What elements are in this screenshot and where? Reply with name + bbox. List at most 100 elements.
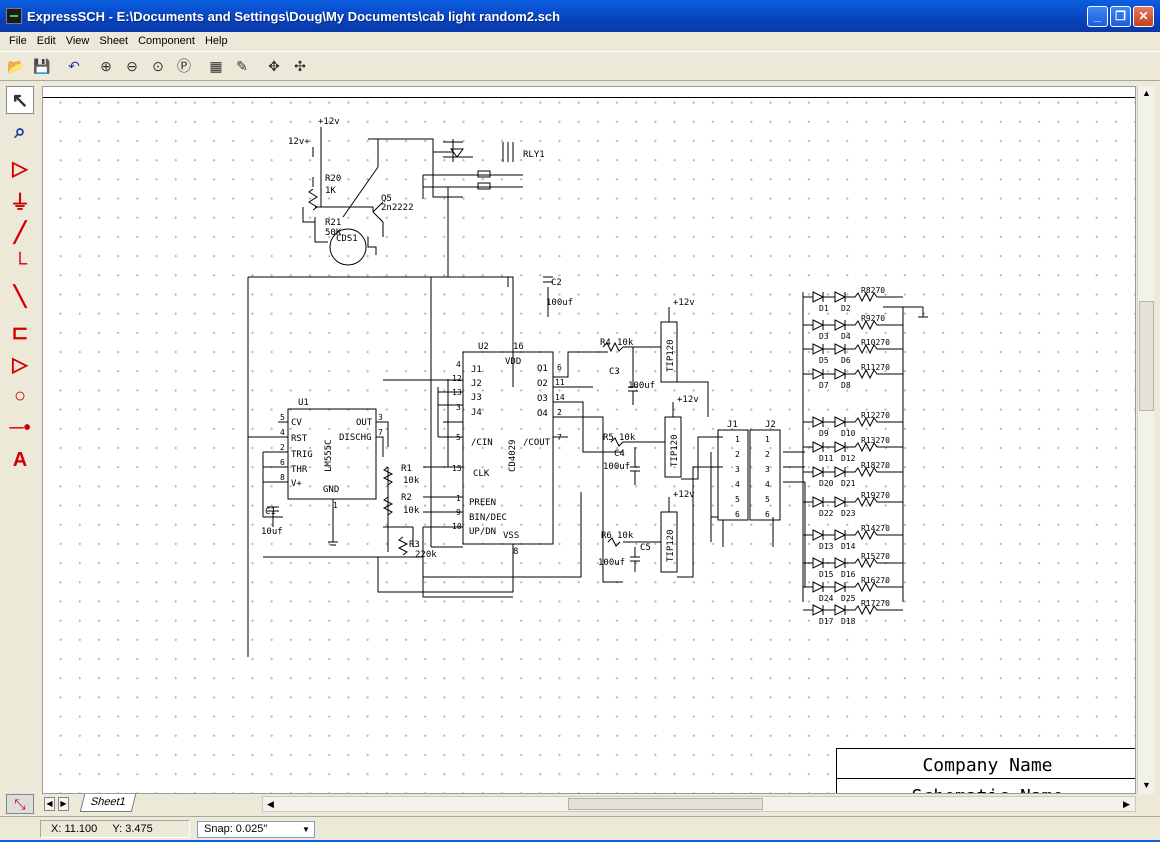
label-cv: CV <box>291 418 302 428</box>
u2-pin-number: 14 <box>555 393 565 402</box>
label-c4-value: 100uf <box>603 462 630 472</box>
move-icon[interactable]: ✣ <box>294 57 306 74</box>
tab-sheet1[interactable]: Sheet1 <box>79 794 137 812</box>
menu-edit[interactable]: Edit <box>36 35 56 47</box>
label-vss: VSS <box>503 531 519 541</box>
horizontal-scroll-thumb[interactable] <box>568 798 763 810</box>
line-icon[interactable]: ╲ <box>13 285 27 308</box>
menu-help[interactable]: Help <box>204 35 228 47</box>
led-row <box>803 291 903 303</box>
label-u2: U2 <box>478 342 489 352</box>
properties-icon[interactable]: ▦ <box>209 57 223 74</box>
label-tip120-3: TIP120 <box>666 529 676 562</box>
undo-icon[interactable]: ↶ <box>68 57 80 74</box>
maximize-button[interactable]: ❐ <box>1110 6 1131 27</box>
u2-pin-number: 7 <box>557 433 562 442</box>
resistor-label: R10270 <box>861 338 890 347</box>
select-icon[interactable]: ↖ <box>6 86 34 114</box>
u1-pin-number: 7 <box>378 428 383 437</box>
led-label: D14 <box>841 542 856 551</box>
connector-pin-number: 5 <box>735 495 740 504</box>
led-label: D13 <box>819 542 834 551</box>
label-o1: O1 <box>537 364 548 374</box>
label-r1: R1 <box>401 464 412 474</box>
horizontal-scrollbar[interactable]: ◀ ▶ <box>262 796 1136 812</box>
sheet-tab-row: ⤡ ◀ ▶ Sheet1 ◀ ▶ <box>0 794 1160 814</box>
u1-pin-number: 2 <box>280 443 285 452</box>
connector-pin-number: 3 <box>765 465 770 474</box>
label-u2-pin8: 8 <box>513 547 518 557</box>
label-c5-value: 100uf <box>598 558 625 568</box>
menu-view[interactable]: View <box>65 35 90 47</box>
resistor-label: R8270 <box>861 286 885 295</box>
led-row <box>803 529 903 541</box>
menu-component[interactable]: Component <box>138 35 195 47</box>
wire-icon[interactable]: ╱ <box>13 221 27 244</box>
menu-file[interactable]: File <box>9 35 27 47</box>
text-icon[interactable]: A <box>12 448 28 471</box>
chevron-down-icon[interactable]: ▼ <box>302 825 310 834</box>
app-icon[interactable] <box>6 8 22 24</box>
led-row <box>803 466 903 478</box>
label-c2-value: 100uf <box>546 298 573 308</box>
pan-icon[interactable]: ✥ <box>268 57 280 74</box>
led-label: D21 <box>841 479 856 488</box>
component-editor-icon[interactable]: ✎ <box>236 57 248 74</box>
label-plus12: +12v <box>318 117 340 127</box>
zoom-out-icon[interactable]: ⊖ <box>126 57 138 74</box>
snap-to-grid-icon[interactable]: ⤡ <box>6 794 34 814</box>
save-icon[interactable]: 💾 <box>33 57 51 74</box>
pin-icon[interactable]: ─• <box>9 416 31 439</box>
label-conn-j2: J2 <box>765 420 776 430</box>
u1-pin-number: 3 <box>378 413 383 422</box>
circle-icon[interactable]: ○ <box>13 384 27 407</box>
rectangle-icon[interactable]: ⊏ <box>11 321 29 344</box>
scroll-up-icon[interactable]: ▲ <box>1142 88 1151 98</box>
title-bar: ExpressSCH - E:\Documents and Settings\D… <box>0 0 1160 32</box>
led-label: D24 <box>819 594 834 603</box>
schematic-name[interactable]: Schematic Name <box>837 780 1135 793</box>
vertical-scroll-thumb[interactable] <box>1139 301 1154 411</box>
zoom-previous-icon[interactable]: Ⓟ <box>177 58 191 74</box>
toolbar: 📂 💾 ↶ ⊕ ⊖ ⊙ Ⓟ ▦ ✎ ✥ ✣ <box>0 51 1160 81</box>
label-r6: R6 <box>601 531 612 541</box>
scroll-right-icon[interactable]: ▶ <box>1123 799 1130 809</box>
triangle-icon[interactable]: ▷ <box>12 353 28 376</box>
zoom-window-icon[interactable]: ⌕ <box>14 120 26 143</box>
vertical-scrollbar[interactable]: ▲ ▼ <box>1137 86 1154 794</box>
label-dischg: DISCHG <box>339 433 372 443</box>
label-12v: 12v+ <box>288 137 310 147</box>
led-label: D12 <box>841 454 856 463</box>
ground-icon[interactable]: ⏚ <box>10 191 30 214</box>
label-tip120-1: TIP120 <box>666 339 676 372</box>
label-r2: R2 <box>401 493 412 503</box>
led-row <box>803 581 903 593</box>
snap-select[interactable]: Snap: 0.025" ▼ <box>197 821 315 838</box>
led-label: D23 <box>841 509 856 518</box>
resistor-label: R13270 <box>861 436 890 445</box>
bus-icon[interactable]: └ <box>12 252 28 275</box>
scroll-left-icon[interactable]: ◀ <box>267 799 274 809</box>
led-label: D5 <box>819 356 829 365</box>
minimize-button[interactable]: _ <box>1087 6 1108 27</box>
menu-sheet[interactable]: Sheet <box>99 35 129 47</box>
sheet-border <box>43 97 1135 98</box>
label-c1-value: 10uf <box>261 527 283 537</box>
close-button[interactable]: ✕ <box>1133 6 1154 27</box>
company-name[interactable]: Company Name <box>837 749 1135 779</box>
title-block: Company Name Schematic Name <box>836 748 1135 793</box>
led-label: D25 <box>841 594 856 603</box>
label-r3-value: 220k <box>415 550 437 560</box>
zoom-fit-icon[interactable]: ⊙ <box>152 57 164 74</box>
open-icon[interactable]: 📂 <box>7 57 25 74</box>
led-label: D18 <box>841 617 856 626</box>
place-component-icon[interactable]: ▷ <box>12 157 28 180</box>
next-sheet-icon[interactable]: ▶ <box>58 797 69 811</box>
zoom-in-icon[interactable]: ⊕ <box>100 57 112 74</box>
label-conn-j1: J1 <box>727 420 738 430</box>
label-thr: THR <box>291 465 308 475</box>
prev-sheet-icon[interactable]: ◀ <box>44 797 55 811</box>
scroll-down-icon[interactable]: ▼ <box>1142 780 1151 790</box>
